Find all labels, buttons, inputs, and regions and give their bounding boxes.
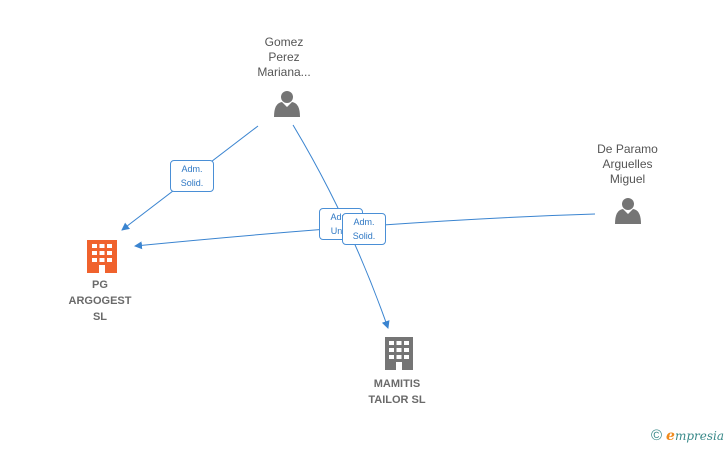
- node-label-deparamo[interactable]: De Paramo Arguelles Miguel: [597, 142, 658, 186]
- node-label-gomez[interactable]: Gomez Perez Mariana...: [257, 35, 311, 79]
- brand-rest: mpresia: [674, 428, 724, 443]
- edge-badge-gomez-pg[interactable]: Adm. Solid.: [170, 160, 214, 192]
- person-icon[interactable]: [274, 91, 300, 117]
- building-icon[interactable]: [87, 240, 117, 273]
- node-label-mamitis-tailor[interactable]: MAMITIS TAILOR SL: [368, 378, 426, 406]
- brand-initial: e: [666, 427, 675, 444]
- node-label-pg-argogest[interactable]: PG ARGOGEST SL: [68, 279, 132, 323]
- brand-logo[interactable]: empresia: [666, 428, 724, 444]
- building-icon[interactable]: [385, 337, 413, 370]
- footer-brand: © empresia: [651, 427, 724, 444]
- person-icon[interactable]: [615, 198, 641, 224]
- copyright-icon: ©: [650, 427, 663, 444]
- edge-badge-deparamo-pg[interactable]: Adm. Solid.: [342, 213, 386, 245]
